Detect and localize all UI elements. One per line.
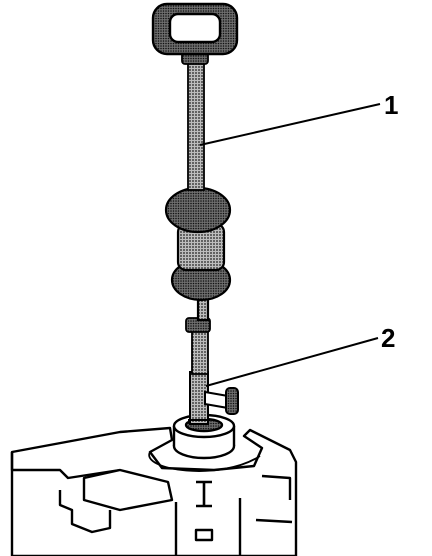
callout-label-2: 2 (381, 323, 396, 353)
lower-rod (185, 317, 211, 375)
base-housing (10, 426, 298, 556)
main-shaft (181, 47, 209, 191)
leader-line-2 (205, 337, 379, 387)
leader-line-1 (199, 103, 381, 146)
slide-hammer-weight (164, 186, 232, 322)
callout-label-1: 1 (384, 90, 399, 120)
leader-lines (199, 103, 381, 387)
t-handle (151, 2, 239, 56)
adapter-fitting (188, 371, 239, 425)
